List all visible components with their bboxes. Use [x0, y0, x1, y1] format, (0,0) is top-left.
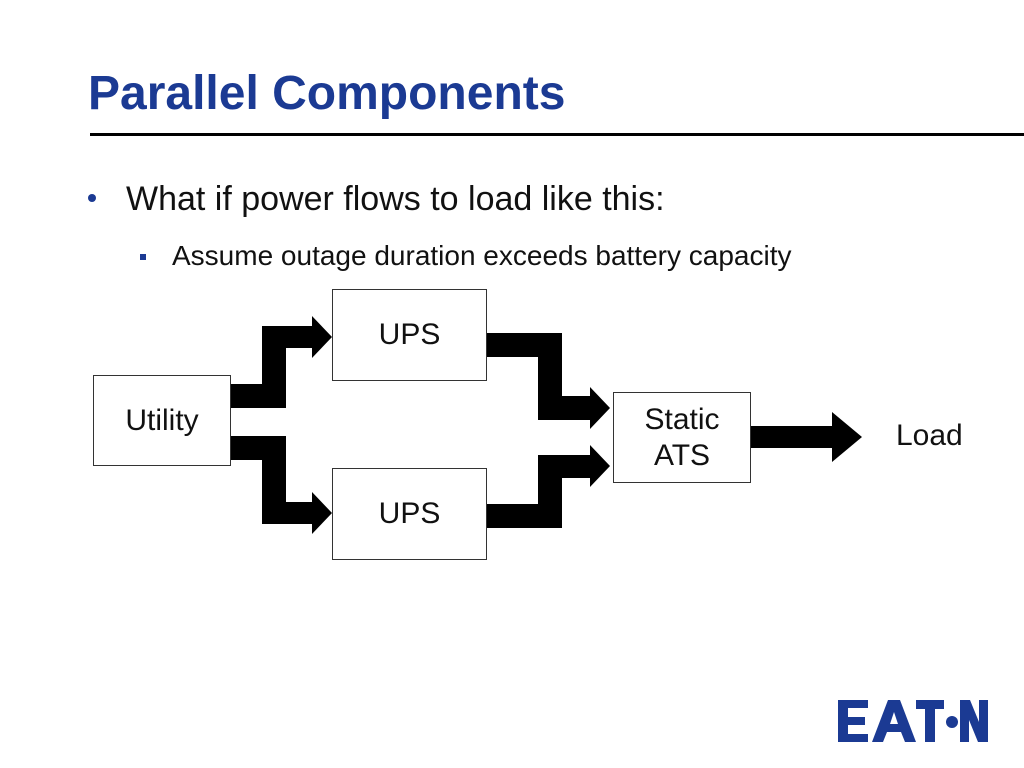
- ups-top-label: UPS: [378, 318, 441, 351]
- bullet-text: What if power flows to load like this:: [126, 180, 665, 218]
- arrow-ups-bottom-to-ats: [487, 445, 610, 528]
- sub-bullet-text: Assume outage duration exceeds battery c…: [172, 240, 792, 271]
- load-label: Load: [896, 419, 963, 452]
- ups-node-top: UPS: [332, 289, 487, 381]
- ats-label-line1: Static: [644, 402, 720, 436]
- ups-node-bottom: UPS: [332, 468, 487, 560]
- arrow-utility-to-ups-bottom: [230, 436, 332, 534]
- static-ats-node: Static ATS: [613, 392, 751, 483]
- utility-label: Utility: [125, 403, 199, 437]
- arrow-ats-to-load: [751, 412, 862, 462]
- title-divider: [90, 133, 1024, 136]
- arrow-ups-top-to-ats: [487, 333, 610, 429]
- ups-bottom-label: UPS: [378, 497, 441, 530]
- ats-label-line2: ATS: [653, 438, 711, 472]
- utility-node: Utility: [93, 375, 231, 466]
- square-bullet-icon: [140, 254, 146, 260]
- arrow-utility-to-ups-top: [230, 316, 332, 408]
- page-title: Parallel Components: [88, 67, 566, 120]
- eaton-logo: [838, 700, 988, 742]
- round-bullet-icon: [88, 194, 96, 202]
